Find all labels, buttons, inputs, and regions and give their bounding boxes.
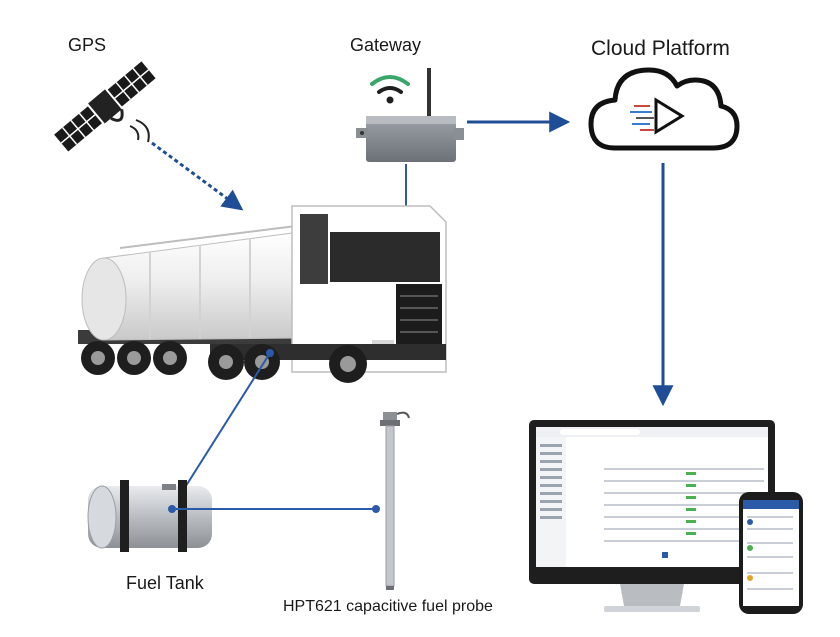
fuel-probe-image <box>380 411 410 590</box>
gateway-label: Gateway <box>350 35 422 55</box>
satellite-icon <box>54 61 156 152</box>
fuel-tank-image <box>87 480 212 552</box>
phone-icon <box>739 492 803 614</box>
fuel-probe-label: HPT621 capacitive fuel probe <box>283 598 493 615</box>
gateway-device <box>356 68 464 162</box>
monitor-icon <box>529 420 775 612</box>
wifi-icon <box>370 75 410 104</box>
fuel-tank-label: Fuel Tank <box>126 573 204 593</box>
tanker-truck <box>78 205 447 383</box>
truck-to-tank-connector <box>171 352 271 509</box>
gps-label: GPS <box>68 35 107 55</box>
cloud-icon <box>588 67 740 151</box>
gps-arrow <box>151 141 244 211</box>
cloud-platform-label: Cloud Platform <box>591 37 730 60</box>
